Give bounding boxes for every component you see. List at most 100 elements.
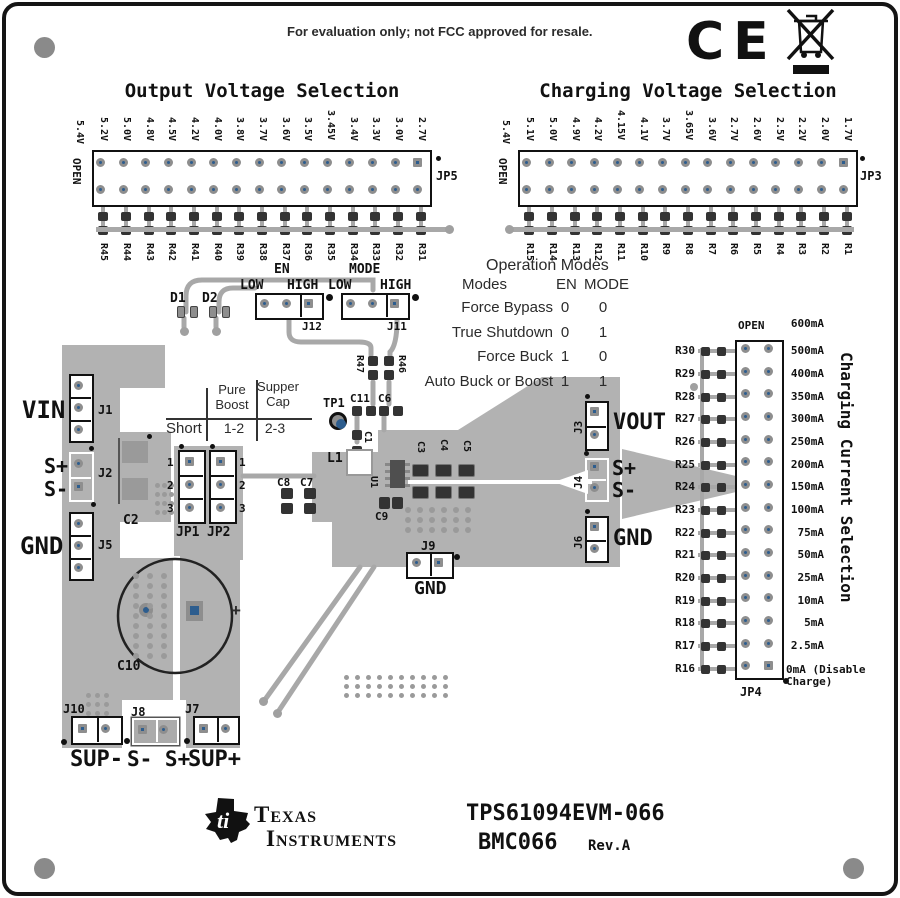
- resistor-pad: [701, 528, 710, 538]
- via: [365, 692, 371, 698]
- current-option-label: 2.5mA: [790, 639, 824, 652]
- j4-sminus-label: S-: [612, 478, 637, 502]
- pin1-dot: [783, 678, 789, 684]
- resistor-pad: [701, 392, 710, 402]
- jp5-open-value: 5.4V: [74, 120, 85, 145]
- resistor-pad: [773, 212, 784, 221]
- pin: [73, 562, 83, 572]
- pin1-dot: [859, 155, 865, 161]
- pin: [137, 724, 147, 734]
- resistor-pad: [304, 488, 316, 499]
- trace-dot: [179, 326, 189, 336]
- resistor-label: R33: [370, 243, 382, 262]
- resistor-pad: [701, 551, 710, 561]
- diode-pad: [209, 306, 217, 318]
- header-pin: [521, 157, 531, 167]
- header-pin: [322, 157, 332, 167]
- diode-pad: [190, 306, 198, 318]
- sup-plus-label: SUP+: [188, 747, 241, 772]
- jp3-open-label: OPEN: [496, 158, 509, 185]
- resistor-pad: [717, 483, 726, 493]
- pure-boost-pins: 1-2: [223, 420, 245, 436]
- op-en-value: 1: [560, 372, 570, 390]
- j3-ref: J3: [572, 420, 585, 434]
- resistor-label: R43: [143, 243, 155, 262]
- resistor-pad: [592, 212, 603, 221]
- jp4-resistor-label: R22: [675, 525, 695, 539]
- header-pin: [740, 343, 750, 353]
- op-col-modes: Modes: [462, 276, 508, 293]
- via: [405, 507, 411, 513]
- op-mode-name: Auto Buck or Boost: [424, 372, 553, 390]
- via: [85, 692, 91, 698]
- jp4-resistor-label: R21: [675, 548, 695, 562]
- current-option-label: 5mA: [804, 616, 824, 630]
- op-mode-name: Force Bypass: [461, 299, 553, 316]
- jp4-open-label: OPEN: [738, 319, 765, 332]
- via: [409, 683, 415, 689]
- resistor-pad: [384, 356, 394, 366]
- header-pin: [231, 184, 241, 194]
- header-pin: [567, 184, 577, 194]
- header-pin: [763, 366, 773, 376]
- jp5-ref: JP5: [436, 169, 458, 183]
- header-pin: [254, 184, 264, 194]
- header-pin: [740, 593, 750, 603]
- c5-label: C5: [461, 440, 472, 453]
- resistor-pad: [717, 551, 726, 561]
- header-pin: [209, 184, 219, 194]
- via: [161, 491, 167, 497]
- resistor-pad: [796, 212, 807, 221]
- voltage-option-label: 2.6V: [751, 116, 762, 141]
- voltage-option-label: 2.2V: [796, 116, 808, 141]
- en-low-label: LOW: [240, 278, 264, 293]
- header-pin: [680, 157, 690, 167]
- via: [431, 683, 437, 689]
- jp2-pin-number: 1: [239, 456, 246, 469]
- resistor-pad: [415, 212, 426, 221]
- trace: [698, 462, 735, 467]
- voltage-option-label: 4.8V: [143, 116, 155, 141]
- via: [343, 683, 349, 689]
- voltage-option-label: 3.3V: [370, 116, 382, 141]
- header-pin: [141, 157, 151, 167]
- resistor-pad: [701, 664, 710, 674]
- header-pin: [740, 570, 750, 580]
- via: [431, 692, 437, 698]
- en-label: EN: [274, 262, 290, 277]
- pin: [220, 723, 230, 733]
- cap-pad: [458, 464, 475, 477]
- c2-pad: [122, 441, 148, 463]
- j9-ref: J9: [421, 539, 436, 553]
- via: [133, 653, 139, 659]
- jp4-resistor-label: R23: [675, 503, 695, 516]
- current-option-label: 400mA: [790, 367, 824, 380]
- cell-divider: [71, 397, 91, 399]
- c3-label: C3: [415, 441, 426, 454]
- header-pin: [793, 157, 803, 167]
- u1-pin: [405, 470, 410, 473]
- resistor-pad: [717, 460, 726, 470]
- resistor-pad: [121, 212, 131, 221]
- pin: [73, 402, 83, 412]
- op-mode-value: 0: [598, 299, 608, 316]
- header-pin: [763, 593, 773, 603]
- pin1-dot: [584, 508, 590, 514]
- cell-divider: [97, 718, 99, 742]
- via: [442, 683, 448, 689]
- resistor-label: R11: [615, 243, 626, 262]
- trace: [698, 576, 735, 580]
- j2-sminus-label: S-: [44, 477, 69, 501]
- pin: [389, 298, 399, 308]
- via: [465, 507, 471, 513]
- voltage-option-label: 2.5V: [773, 116, 785, 141]
- current-option-label: 75mA: [797, 525, 825, 539]
- trace: [698, 440, 735, 444]
- resistor-label: R36: [302, 243, 314, 262]
- jp4-resistor-label: R25: [675, 457, 695, 471]
- resistor-label: R35: [325, 243, 336, 262]
- resistor-pad: [370, 212, 381, 221]
- cell-divider: [156, 720, 158, 742]
- header-pin: [635, 184, 645, 194]
- via: [343, 674, 349, 680]
